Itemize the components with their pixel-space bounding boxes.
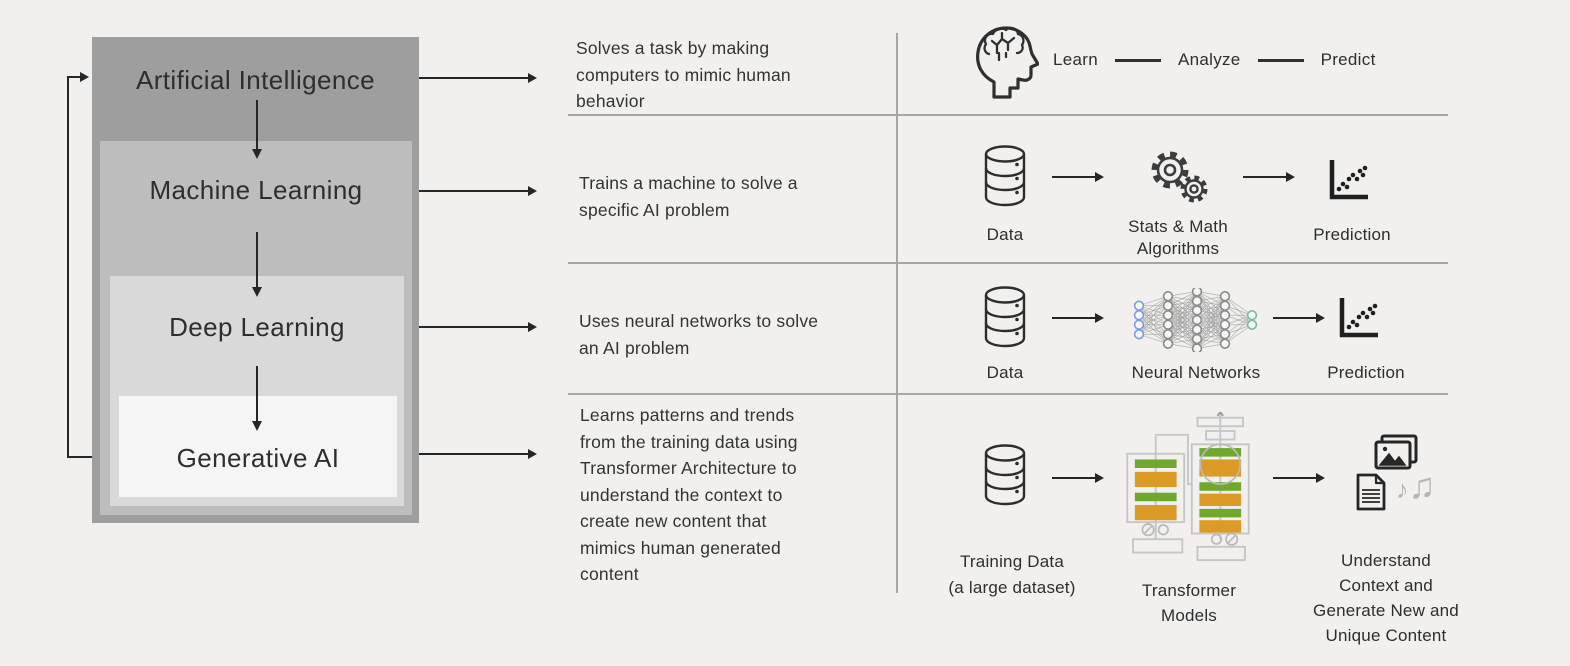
flow-arrow-row4-1	[1052, 473, 1104, 483]
flow-arrow-row3-1	[1052, 313, 1104, 323]
layer-generative-ai	[119, 396, 397, 497]
feedback-arrow	[67, 72, 89, 82]
scatter-chart-icon	[1327, 158, 1371, 207]
database-icon	[982, 286, 1028, 353]
neural-network-icon	[1133, 286, 1259, 357]
row-arrow-gen	[419, 449, 537, 459]
down-arrow-dl-to-gen	[252, 366, 262, 431]
scatter-chart-icon	[1337, 296, 1381, 345]
database-icon	[982, 145, 1028, 212]
label-machine-learning: Machine Learning	[149, 175, 363, 205]
label-data-row2: Data	[986, 225, 1024, 244]
row-arrow-dl	[419, 322, 537, 332]
description-ai: Solves a task by making computers to mim…	[576, 38, 791, 111]
label-prediction-row3: Prediction	[1327, 363, 1405, 382]
label-training-data: Training Data (a large dataset)	[948, 552, 1076, 597]
feedback-line-vertical	[67, 77, 69, 458]
description-gen: Learns patterns and trends from the trai…	[580, 405, 798, 584]
flow-step-predict: Predict	[1320, 50, 1376, 69]
down-arrow-ai-to-ml	[252, 100, 262, 159]
flow-step-learn: Learn	[1053, 50, 1098, 69]
feedback-line-bottom	[67, 456, 93, 458]
label-deep-learning: Deep Learning	[169, 312, 345, 342]
music-note-small: ♪	[1396, 476, 1409, 504]
flow-arrow-row2-1	[1052, 172, 1104, 182]
label-neural-networks: Neural Networks	[1131, 363, 1261, 382]
row-divider-2	[568, 262, 1448, 264]
label-generative-ai: Generative AI	[176, 443, 340, 473]
flow-dash-2	[1257, 58, 1304, 62]
photos-icon	[1372, 434, 1420, 479]
music-note-large: ♫	[1408, 465, 1436, 506]
column-divider	[896, 33, 898, 593]
down-arrow-ml-to-dl	[252, 232, 262, 297]
description-dl: Uses neural networks to solve an AI prob…	[579, 311, 819, 358]
flow-step-analyze: Analyze	[1177, 50, 1241, 69]
gears-icon	[1144, 146, 1214, 213]
database-icon	[982, 444, 1028, 511]
description-ml: Trains a machine to solve a specific AI …	[579, 173, 798, 220]
label-stats-math: Stats & Math Algorithms	[1128, 217, 1228, 258]
label-generated-content: Understand Context and Generate New and …	[1313, 551, 1459, 645]
document-icon	[1355, 473, 1387, 516]
row-arrow-ai	[419, 73, 537, 83]
row-divider-3	[568, 393, 1448, 395]
flow-arrow-row3-2	[1273, 313, 1325, 323]
label-data-row3: Data	[986, 363, 1024, 382]
label-transformer-models: Transformer Models	[1141, 581, 1237, 625]
flow-arrow-row4-2	[1273, 473, 1325, 483]
flow-dash-1	[1114, 58, 1161, 62]
music-notes-icon: ♪♫	[1396, 468, 1436, 504]
transformer-icon	[1122, 410, 1254, 567]
label-artificial-intelligence: Artificial Intelligence	[136, 65, 375, 95]
mind-flow: Learn Analyze Predict	[1053, 50, 1376, 70]
flow-arrow-row2-2	[1243, 172, 1295, 182]
head-brain-icon	[973, 23, 1040, 104]
row-arrow-ml	[419, 186, 537, 196]
row-divider-1	[568, 114, 1448, 116]
label-prediction-row2: Prediction	[1313, 225, 1391, 244]
